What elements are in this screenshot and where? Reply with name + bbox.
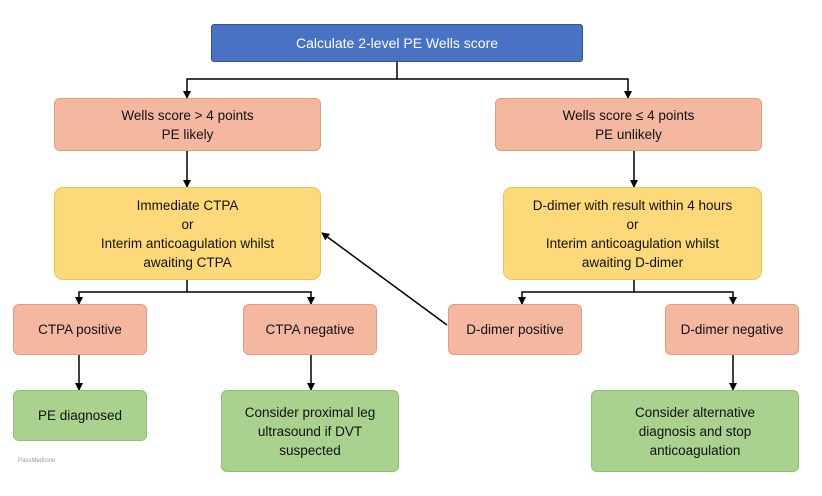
connector-right-action-negative: [634, 291, 737, 305]
connector-title-right: [397, 78, 632, 99]
ctpa-action-box: Immediate CTPA or Interim anticoagulatio…: [54, 187, 321, 280]
title-text: Calculate 2-level PE Wells score: [295, 34, 499, 51]
ddimer-negative-text: D-dimer negative: [680, 322, 784, 337]
ddimer-action-text: D-dimer with result within 4 hours or In…: [532, 197, 733, 270]
leg-ultrasound-text: Consider proximal leg ultrasound if DVT …: [244, 404, 376, 458]
ctpa-positive-text: CTPA positive: [38, 322, 122, 337]
ddimer-positive-text: D-dimer positive: [466, 322, 564, 337]
leg-ultrasound-box: Consider proximal leg ultrasound if DVT …: [221, 390, 399, 472]
title-box: Calculate 2-level PE Wells score: [211, 24, 583, 62]
connector-left-action-split: [75, 280, 188, 305]
connector-left-action-negative: [187, 291, 315, 305]
pe-diagnosed-text: PE diagnosed: [37, 408, 123, 423]
ddimer-action-box: D-dimer with result within 4 hours or In…: [503, 187, 762, 280]
alternative-diagnosis-text: Consider alternative diagnosis and stop …: [634, 404, 756, 458]
ddimer-positive-box: D-dimer positive: [448, 304, 582, 355]
connector-title-split: [183, 62, 398, 99]
ctpa-negative-text: CTPA negative: [265, 322, 355, 337]
ctpa-negative-box: CTPA negative: [243, 304, 377, 355]
ctpa-positive-box: CTPA positive: [13, 304, 147, 355]
pe-diagnosed-box: PE diagnosed: [13, 390, 147, 441]
likely-criteria-box: Wells score > 4 points PE likely: [54, 98, 321, 151]
ddimer-negative-box: D-dimer negative: [665, 304, 799, 355]
unlikely-criteria-text: Wells score ≤ 4 points PE unlikely: [562, 107, 695, 142]
likely-criteria-text: Wells score > 4 points PE likely: [121, 107, 254, 142]
connector-ddimer-positive-to-ctpa: [321, 232, 448, 326]
alternative-diagnosis-box: Consider alternative diagnosis and stop …: [591, 390, 799, 472]
unlikely-criteria-box: Wells score ≤ 4 points PE unlikely: [495, 98, 762, 151]
watermark-text: PassMedicine: [18, 458, 56, 464]
ctpa-action-text: Immediate CTPA or Interim anticoagulatio…: [100, 197, 275, 270]
connector-right-action-split: [518, 280, 635, 305]
